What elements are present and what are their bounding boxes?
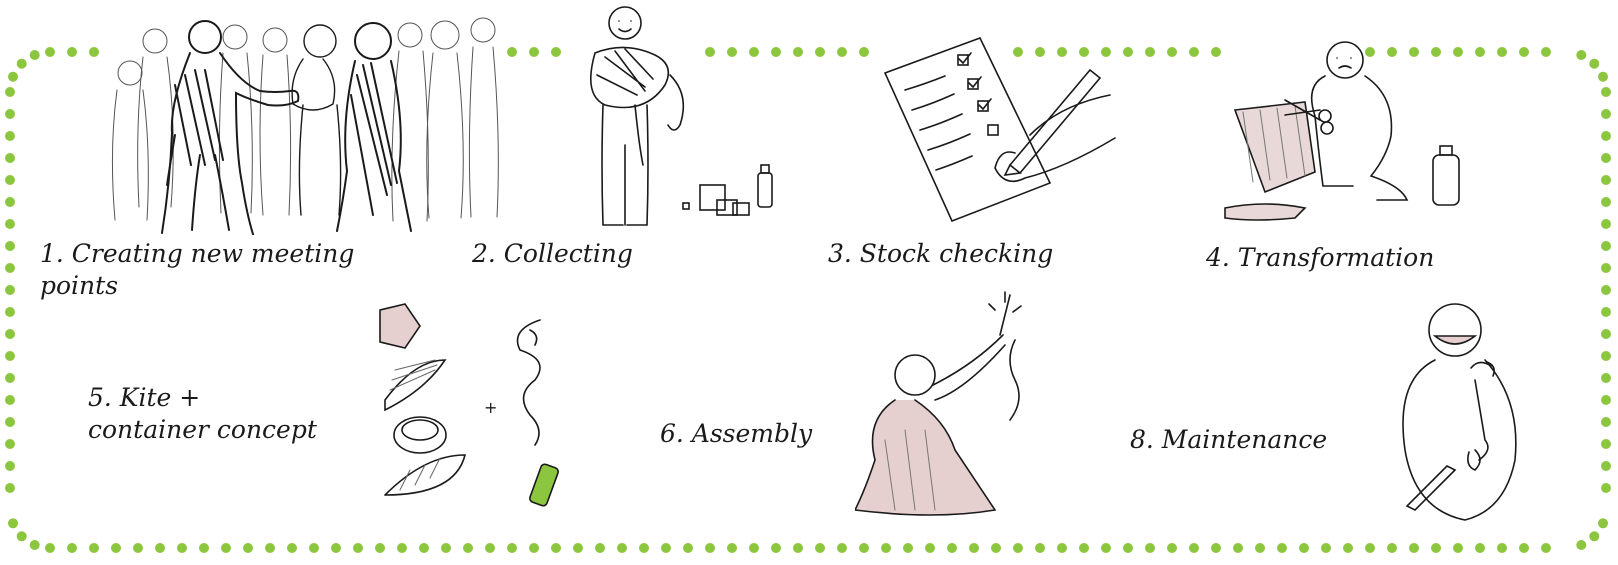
step-4-label: 4. Transformation: [1206, 242, 1434, 274]
kite-and-container-parts-icon: [370, 300, 580, 525]
person-assembling-kite-icon: [855, 290, 1045, 520]
person-cutting-fabric-icon: [1215, 40, 1465, 225]
step-1-label: 1. Creating new meeting points: [40, 238, 354, 302]
concept-plus-sign: +: [484, 398, 497, 417]
person-with-wrench-icon: [1395, 300, 1530, 525]
checklist-pen-icon: [880, 35, 1120, 225]
step-6-label: 6. Assembly: [660, 418, 812, 450]
step-2-label: 2. Collecting: [472, 238, 633, 270]
step-8-label: 8. Maintenance: [1130, 424, 1327, 456]
step-5-label: 5. Kite + container concept: [88, 382, 317, 446]
person-carrying-materials-icon: [575, 5, 785, 235]
crowd-meeting-icon: [105, 15, 505, 235]
step-3-label: 3. Stock checking: [828, 238, 1053, 270]
